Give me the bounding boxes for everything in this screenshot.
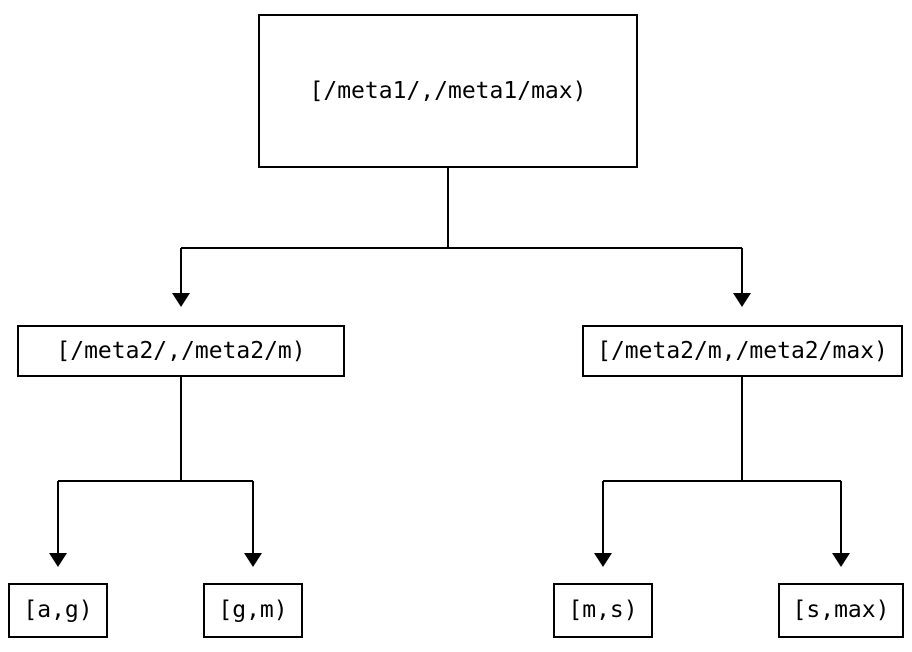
arrowhead-down-icon bbox=[244, 553, 262, 567]
arrowhead-down-icon bbox=[832, 553, 850, 567]
node-meta2-left-label: [/meta2/,/meta2/m) bbox=[56, 337, 306, 364]
node-leaf-ag: [a,g) bbox=[8, 583, 108, 638]
node-root-label: [/meta1/,/meta1/max) bbox=[309, 77, 587, 104]
node-leaf-gm-label: [g,m) bbox=[218, 597, 288, 623]
node-meta2-right-label: [/meta2/m,/meta2/max) bbox=[597, 337, 888, 364]
arrowhead-down-icon bbox=[49, 553, 67, 567]
node-leaf-smax: [s,max) bbox=[778, 583, 904, 638]
arrowhead-down-icon bbox=[594, 553, 612, 567]
node-leaf-smax-label: [s,max) bbox=[792, 597, 890, 623]
node-leaf-ag-label: [a,g) bbox=[23, 597, 93, 623]
connector-right-to-leaves bbox=[602, 377, 842, 553]
node-root: [/meta1/,/meta1/max) bbox=[258, 14, 638, 168]
node-leaf-ms-label: [m,s) bbox=[568, 597, 638, 623]
connector-root-to-children bbox=[180, 168, 743, 293]
node-meta2-left: [/meta2/,/meta2/m) bbox=[17, 325, 345, 377]
node-meta2-right: [/meta2/m,/meta2/max) bbox=[582, 325, 903, 377]
node-leaf-gm: [g,m) bbox=[203, 583, 303, 638]
arrowhead-down-icon bbox=[733, 293, 751, 307]
node-leaf-ms: [m,s) bbox=[553, 583, 653, 638]
arrowhead-down-icon bbox=[172, 293, 190, 307]
connector-left-to-leaves bbox=[57, 377, 254, 553]
